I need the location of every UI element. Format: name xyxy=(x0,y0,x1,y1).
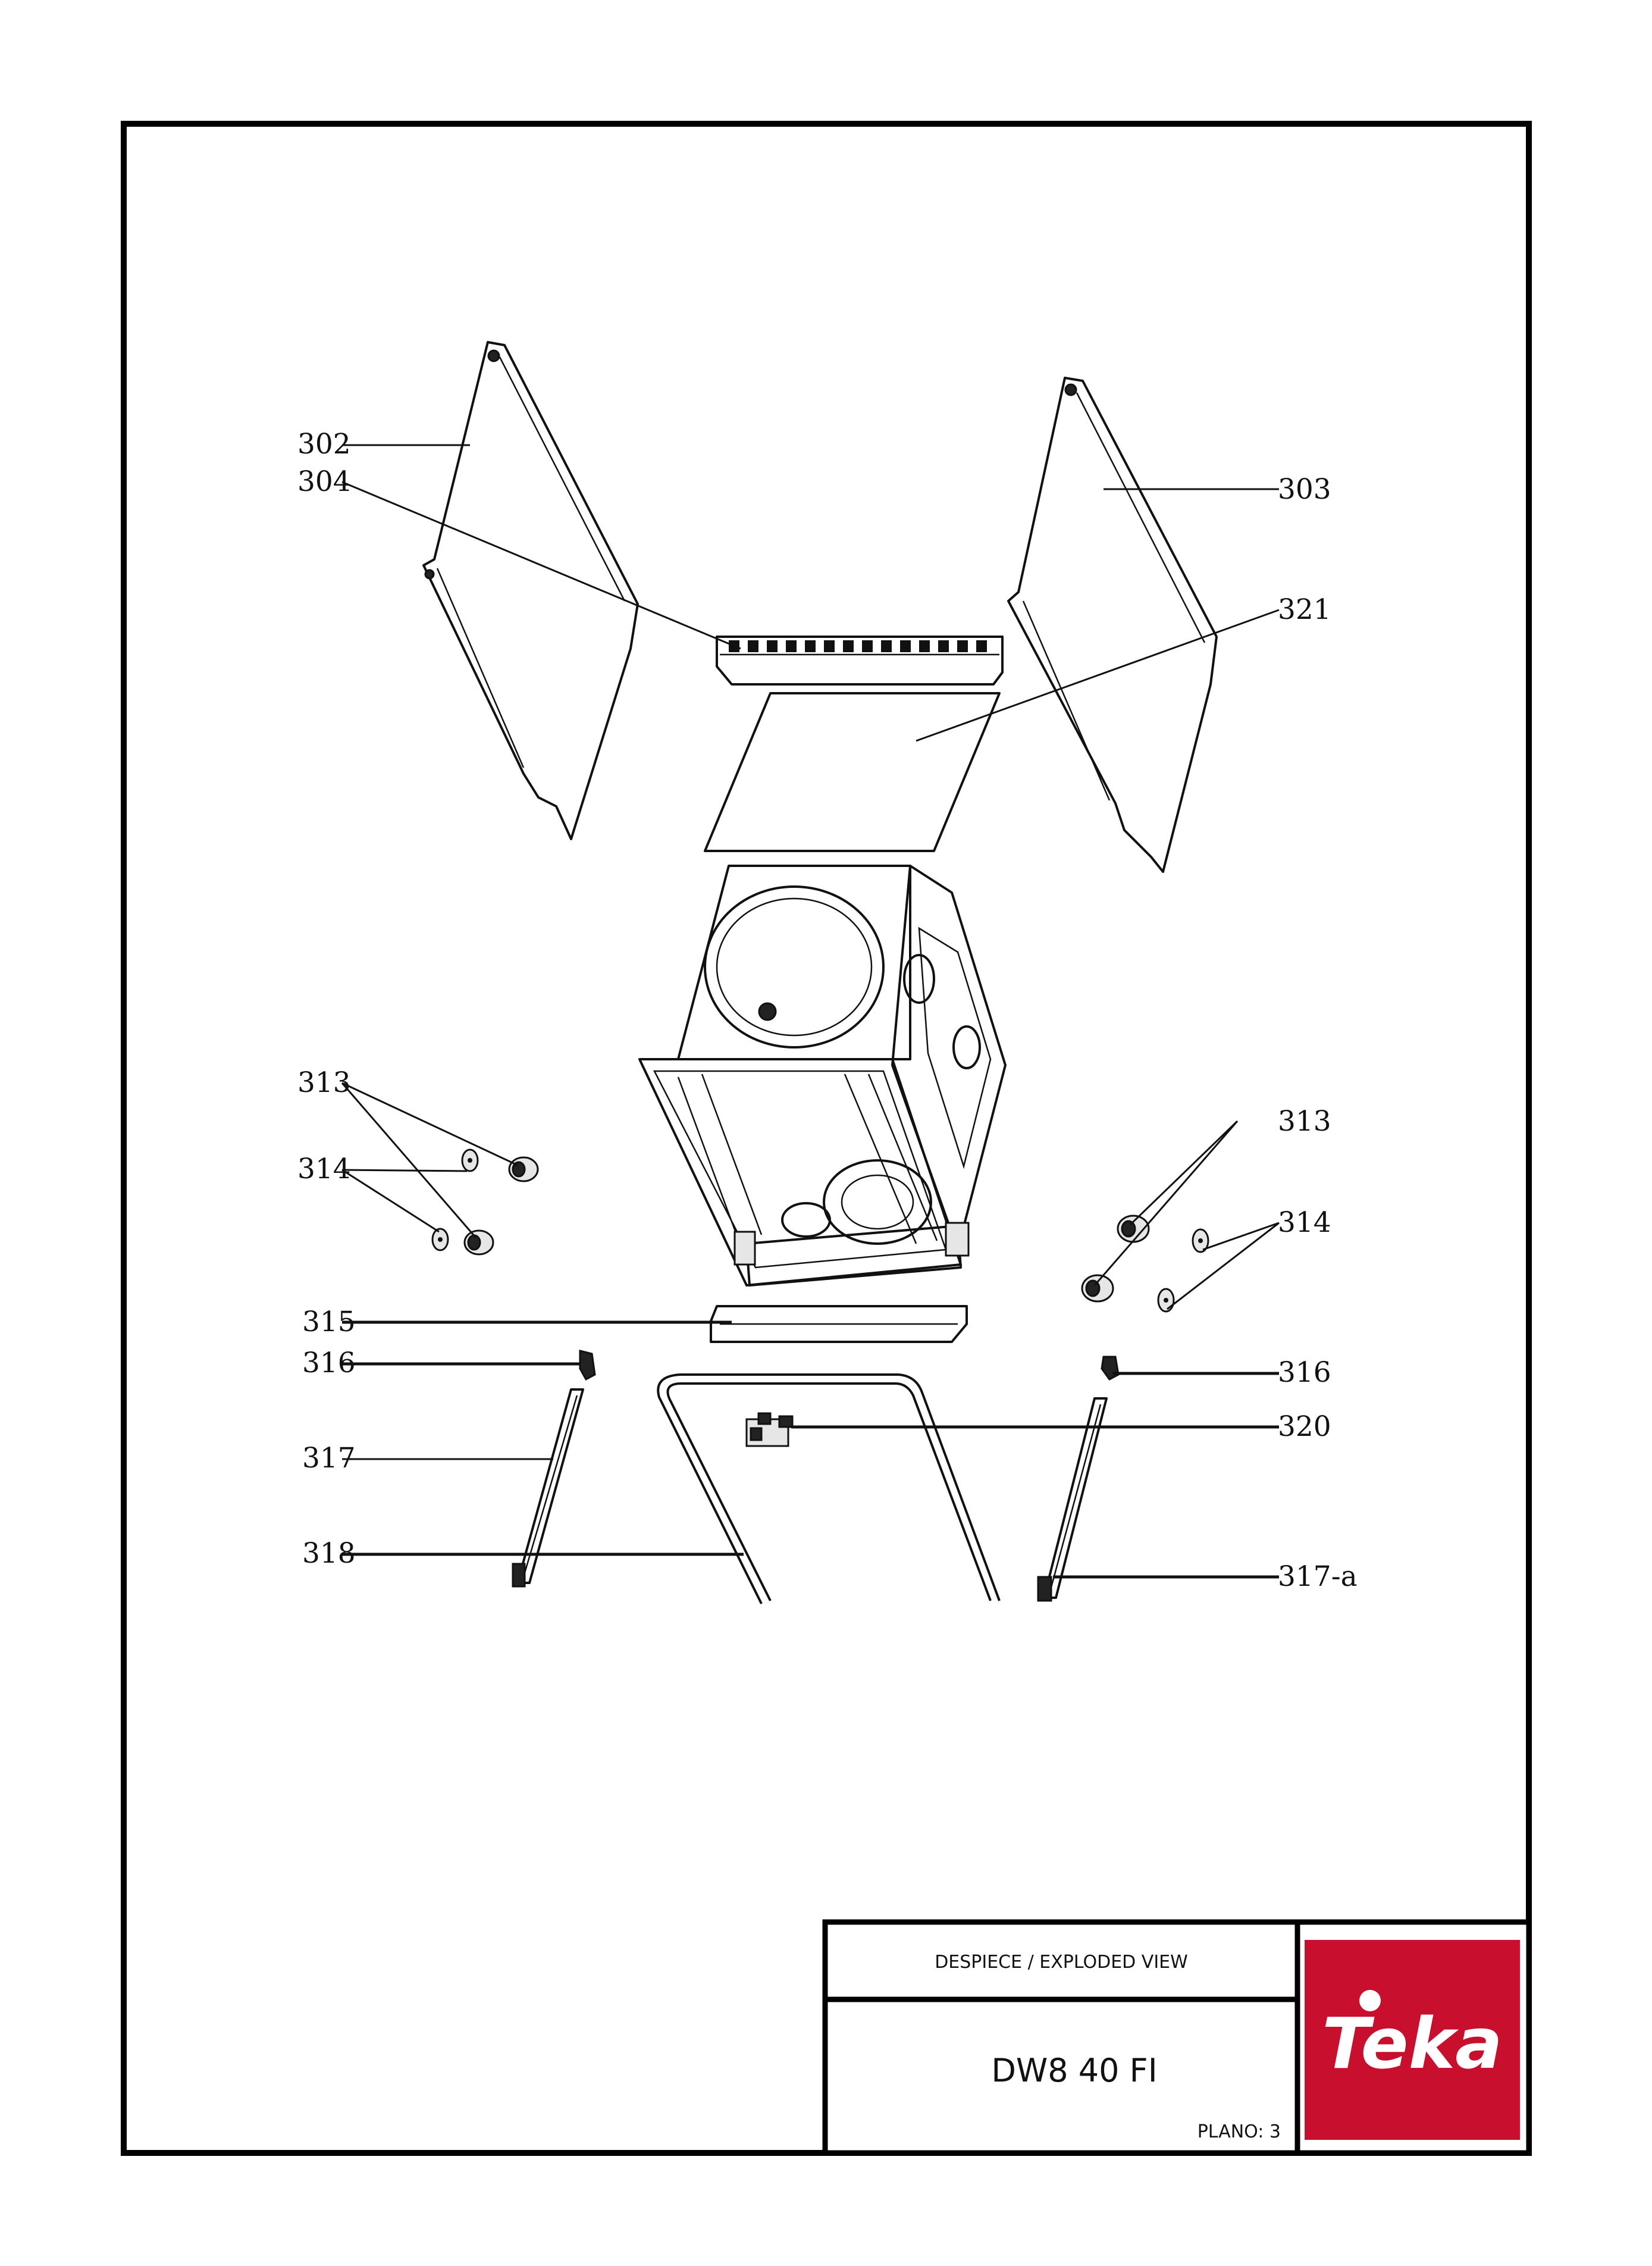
rail-tooth xyxy=(748,640,758,652)
callout-317-a: 317-a xyxy=(1278,1560,1358,1593)
leader-lines xyxy=(341,444,1280,1579)
rail-tooth xyxy=(767,640,778,652)
hinge-left xyxy=(579,1350,596,1381)
foot-left-lower xyxy=(463,1229,494,1256)
rail-tooth xyxy=(938,640,949,652)
foot-left-upper xyxy=(508,1156,539,1182)
base-plate xyxy=(710,1305,968,1343)
door-seal xyxy=(657,1373,1001,1604)
insulation-sheet xyxy=(704,692,1001,852)
callout-314-left: 314 xyxy=(297,1153,351,1185)
side-panel-right xyxy=(1007,377,1218,873)
callout-320: 320 xyxy=(1278,1410,1331,1443)
tub-body xyxy=(638,865,1007,1287)
top-rail-bracket xyxy=(716,636,1004,686)
teka-logo: Teka xyxy=(1305,1940,1520,2140)
door-lock xyxy=(745,1412,794,1447)
hinge-right xyxy=(1101,1356,1120,1381)
callout-303: 303 xyxy=(1278,473,1331,506)
teka-logo-text: Teka xyxy=(1322,2002,1502,2085)
rail-tooth xyxy=(824,640,835,652)
rail-tooth xyxy=(805,640,816,652)
callout-304: 304 xyxy=(297,465,351,498)
rail-tooth xyxy=(786,640,797,652)
callout-314-right: 314 xyxy=(1278,1206,1331,1239)
callout-302: 302 xyxy=(297,428,351,461)
callout-313-left: 313 xyxy=(297,1066,351,1099)
washer-left-upper xyxy=(461,1148,479,1172)
door-rail-left xyxy=(512,1388,584,1588)
title-block-model: DW8 40 FI xyxy=(991,2052,1157,2089)
callout-318: 318 xyxy=(302,1537,356,1570)
rail-tooth xyxy=(843,640,854,652)
callout-313-right: 313 xyxy=(1278,1105,1331,1138)
side-panel-left xyxy=(422,341,639,840)
callout-315: 315 xyxy=(302,1306,356,1338)
door-rail-right xyxy=(1037,1397,1108,1602)
rail-tooth xyxy=(900,640,911,652)
title-block-header: DESPIECE / EXPLODED VIEW xyxy=(935,1952,1188,1973)
washer-left-lower xyxy=(431,1228,449,1251)
washer-right-upper xyxy=(1192,1228,1209,1253)
rail-tooth xyxy=(957,640,968,652)
rail-tooth xyxy=(919,640,930,652)
title-block-plan: PLANO: 3 xyxy=(1198,2121,1281,2142)
callout-316-right: 316 xyxy=(1278,1356,1331,1389)
callout-316-left: 316 xyxy=(302,1347,356,1379)
foot-right-lower xyxy=(1081,1274,1114,1303)
callout-321: 321 xyxy=(1278,593,1331,626)
rail-tooth xyxy=(862,640,873,652)
washer-right-lower xyxy=(1157,1288,1175,1313)
rail-tooth xyxy=(976,640,987,652)
foot-right-upper xyxy=(1117,1215,1150,1243)
rail-tooth xyxy=(881,640,892,652)
callout-317: 317 xyxy=(302,1442,356,1475)
